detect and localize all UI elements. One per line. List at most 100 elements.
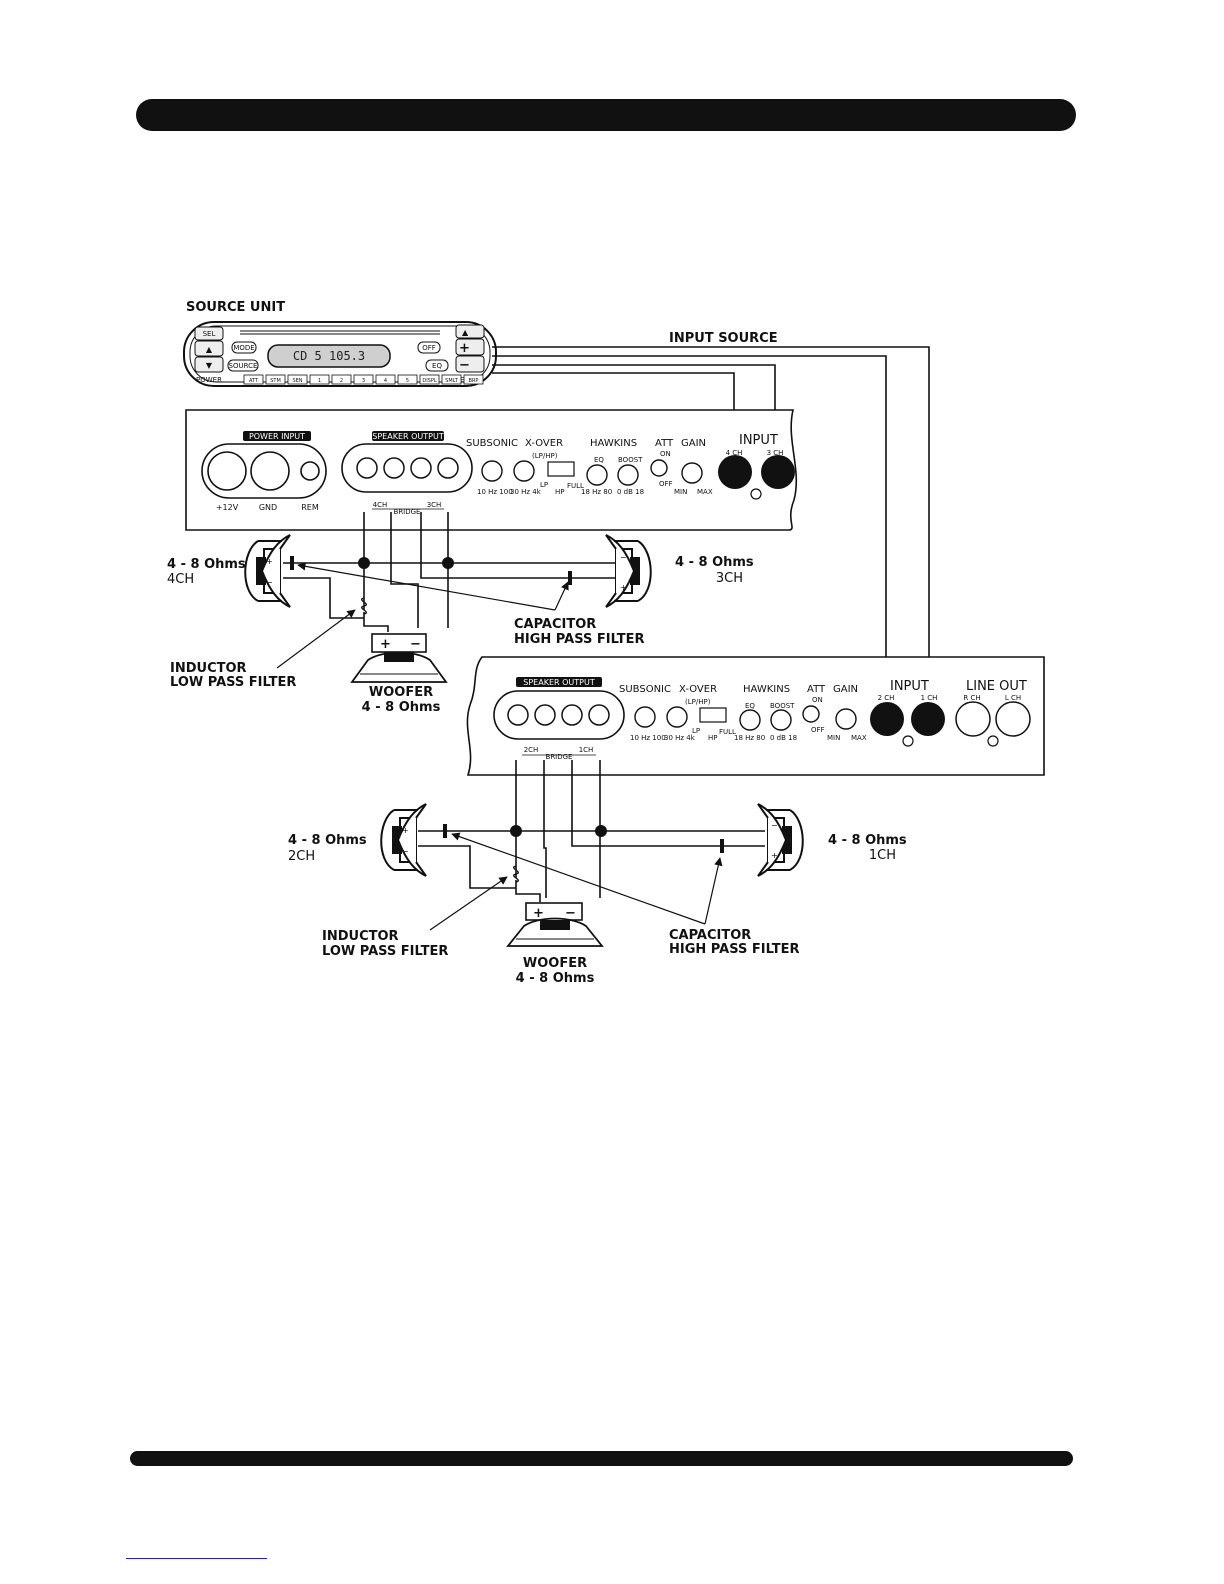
spk-terminal-2ch-plus[interactable] [507,704,529,726]
down-button[interactable]: ▼ [206,361,213,370]
left-ohms-upper: 4 - 8 Ohms [167,557,246,572]
rca-input-3ch[interactable] [761,455,795,489]
terminal-12v[interactable] [207,451,247,491]
left-ch-upper: 4CH [167,572,194,587]
eq-knob[interactable] [586,464,608,486]
boost-label-lower: BOOST [770,702,795,710]
input-indicator-upper [750,488,762,500]
preset-key[interactable] [287,374,308,385]
rca-line-out-r[interactable] [955,701,991,737]
lp-hp-switch[interactable] [547,461,575,477]
inductor-sub-lower: LOW PASS FILTER [322,944,448,959]
woofer-lower: + − [506,902,604,947]
preset-key[interactable] [463,374,484,385]
speaker-3ch [605,534,652,608]
preset-key[interactable] [375,374,396,385]
left-ch-lower: 2CH [288,849,315,864]
rca-line-out-l[interactable] [995,701,1031,737]
preset-key[interactable] [353,374,374,385]
footer-bar [130,1451,1073,1466]
boost-knob[interactable] [617,464,639,486]
speaker-3ch-minus: − [620,553,627,562]
input-4ch-label: 4 CH [726,449,743,457]
preset-key[interactable] [243,374,264,385]
preset-key[interactable] [397,374,418,385]
vol-down-button[interactable]: − [459,358,470,373]
header-bar [136,99,1076,131]
rca-input-2ch[interactable] [870,702,904,736]
spk-terminal-4ch-minus[interactable] [383,457,405,479]
att-on-label: ON [660,450,671,458]
eq-button[interactable]: EQ [432,362,442,370]
woofer-label-upper: WOOFER [369,685,433,700]
att-switch-lower[interactable] [802,705,820,723]
xover-range-lower: 30 Hz 4k [664,734,696,742]
spk-terminal-2ch-minus[interactable] [534,704,556,726]
preset-key[interactable] [265,374,286,385]
sel-button[interactable]: SEL [203,330,216,338]
gain-knob[interactable] [681,462,703,484]
preset-key[interactable] [419,374,440,385]
hawkins-label: HAWKINS [590,438,637,449]
gain-knob-lower[interactable] [835,708,857,730]
eq-knob-lower[interactable] [739,709,761,731]
bridge-label-lower: BRIDGE [546,753,573,761]
right-ohms-lower: 4 - 8 Ohms [828,833,907,848]
speaker-4ch-plus: + [266,557,273,566]
woofer-upper-plus: + [380,637,391,652]
junction-2ch [510,825,522,837]
spk-terminal-1ch-plus[interactable] [561,704,583,726]
xover-knob-lower[interactable] [666,706,688,728]
eject-button[interactable]: ▲ [462,328,469,337]
xover-knob[interactable] [513,460,535,482]
boost-knob-lower[interactable] [770,709,792,731]
lower-wiring [418,760,765,902]
line-out-indicator [987,735,999,747]
rca-input-4ch[interactable] [718,455,752,489]
xover-sub-label: (LP/HP) [532,452,558,460]
speaker-output-title-lower: SPEAKER OUTPUT [523,678,595,687]
junction-1ch [595,825,607,837]
gain-max: MAX [697,488,713,496]
rca-input-1ch[interactable] [911,702,945,736]
terminal-rem[interactable] [300,461,320,481]
source-button[interactable]: SOURCE [229,362,258,370]
eq-range-lower: 18 Hz 80 [734,734,765,742]
spk-terminal-4ch-plus[interactable] [356,457,378,479]
subsonic-knob[interactable] [481,460,503,482]
preset-key[interactable] [441,374,462,385]
gain-min: MIN [674,488,687,496]
power-button[interactable]: POWER [196,376,222,384]
input-2ch-label: 2 CH [878,694,895,702]
terminal-gnd[interactable] [250,451,290,491]
vol-up-button[interactable]: + [459,341,470,356]
mode-button[interactable]: MODE [233,344,254,352]
spk-terminal-1ch-minus[interactable] [588,704,610,726]
boost-range: 0 dB 18 [617,488,644,496]
lp-hp-switch-lower[interactable] [699,707,727,723]
woofer-ohms-lower: 4 - 8 Ohms [516,971,595,986]
boost-label: BOOST [618,456,643,464]
preset-key-label: SEN [292,378,302,384]
capacitor-1ch [720,839,724,853]
right-ch-lower: 1CH [869,848,896,863]
right-ch-upper: 3CH [716,571,743,586]
line-out-label: LINE OUT [966,679,1027,694]
speaker-1ch-plus: + [771,851,778,860]
left-ohms-lower: 4 - 8 Ohms [288,833,367,848]
att-switch[interactable] [650,459,668,477]
att-label-lower: ATT [807,684,826,695]
hawkins-label-lower: HAWKINS [743,684,790,695]
spk-terminal-3ch-plus[interactable] [410,457,432,479]
preset-key[interactable] [309,374,330,385]
control-strip-upper: SUBSONIC X-OVER (LP/HP) HAWKINS ATT GAIN… [466,438,713,496]
lp-label: LP [540,481,548,489]
preset-key[interactable] [331,374,352,385]
off-button[interactable]: OFF [422,344,436,352]
subsonic-knob-lower[interactable] [634,706,656,728]
spk-terminal-3ch-minus[interactable] [437,457,459,479]
speaker-2ch: + − [380,803,427,877]
capacitor-3ch [568,571,572,585]
up-button[interactable]: ▲ [206,345,213,354]
